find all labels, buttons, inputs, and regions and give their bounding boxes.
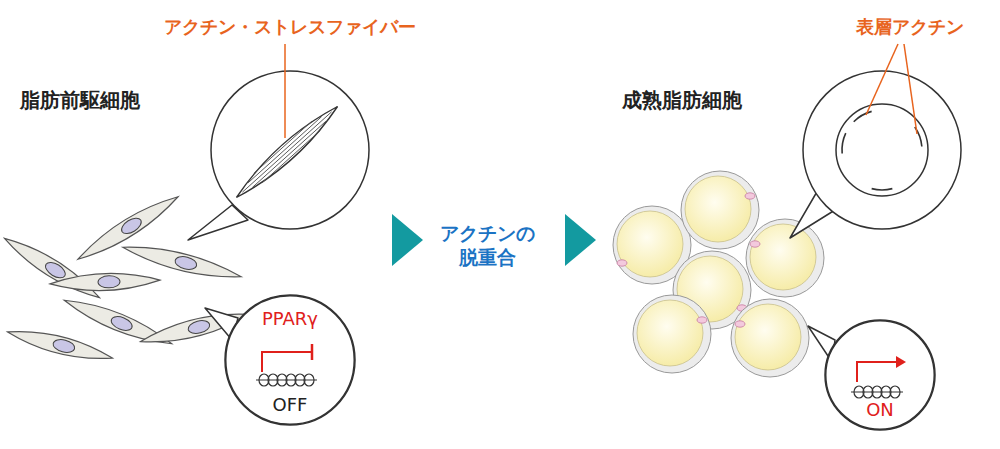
preadipocyte-cells [0,190,251,367]
gene-callout: ON [825,320,935,430]
gene-state: OFF [273,395,308,415]
gene-on-callout [808,320,935,430]
cortical-actin-callout [790,44,961,238]
gene-callout: PPARγOFF [225,295,355,425]
gene-state: ON [866,400,894,420]
process-label: アクチンの 脱重合 [428,222,546,270]
process-arrow [565,214,596,266]
structure-label: 表層アクチン [835,16,985,39]
adipocyte-cells [613,171,824,377]
stress-fiber-callout [188,44,369,240]
gene-off-callout [205,295,355,425]
gene-name: PPARγ [262,309,318,329]
structure-label: アクチン・ストレスファイバー [160,16,420,39]
cell-type-label: 脂肪前駆細胞 [20,88,190,113]
process-arrow [392,214,423,266]
cell-type-label: 成熟脂肪細胞 [622,88,792,113]
